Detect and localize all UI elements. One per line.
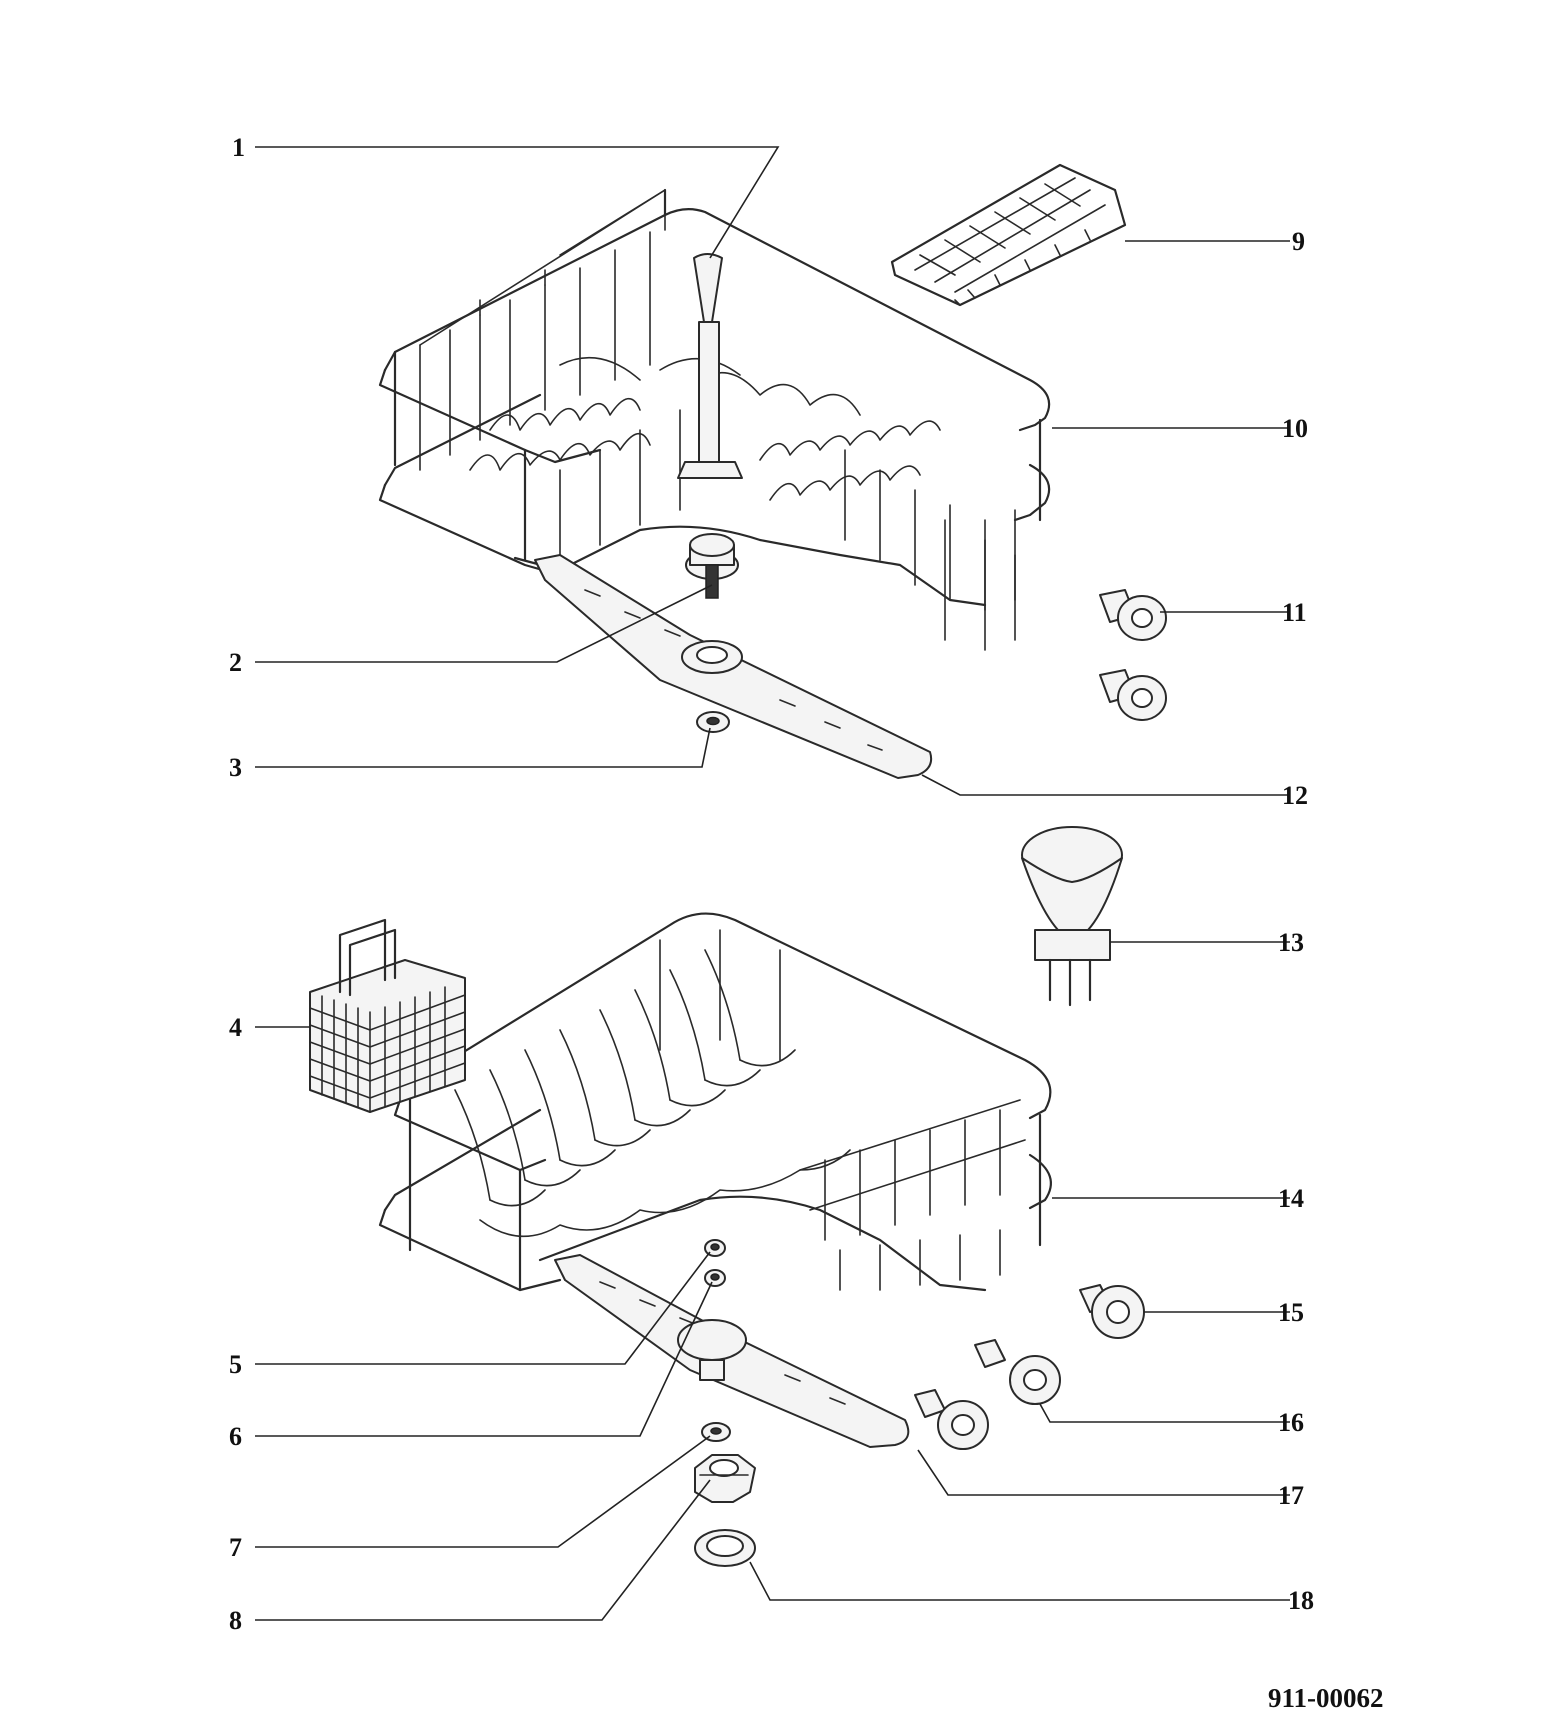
- callout-11: 11: [1282, 598, 1307, 627]
- callout-labels: 1 2 3 4 5 6 7 8 9 10 11 12 13 14 15 16 1…: [229, 133, 1314, 1635]
- callout-17: 17: [1278, 1481, 1304, 1510]
- callout-9: 9: [1292, 227, 1305, 256]
- upper-basket: [378, 188, 1051, 651]
- callout-16: 16: [1278, 1408, 1304, 1437]
- callout-2: 2: [229, 648, 242, 677]
- upper-basket-wheels: [1099, 589, 1167, 721]
- callout-13: 13: [1278, 928, 1304, 957]
- callout-1: 1: [232, 133, 245, 162]
- callout-15: 15: [1278, 1298, 1304, 1327]
- callout-7: 7: [229, 1533, 242, 1562]
- callout-3: 3: [229, 753, 242, 782]
- callout-18: 18: [1288, 1586, 1314, 1615]
- lower-basket-wheels: [914, 1284, 1145, 1450]
- spray-arm-nut: [685, 533, 739, 599]
- leader-lines: [255, 146, 1290, 1621]
- cup-shelf: [890, 163, 1127, 307]
- lower-spray-arm: [554, 1254, 910, 1448]
- callout-5: 5: [229, 1350, 242, 1379]
- washer-small: [696, 711, 730, 733]
- callout-4: 4: [229, 1013, 242, 1042]
- callout-6: 6: [229, 1422, 242, 1451]
- part-code: 911-00062: [1268, 1683, 1384, 1713]
- hex-nut: [694, 1454, 756, 1503]
- funnel-valve: [1021, 826, 1123, 1007]
- callout-8: 8: [229, 1606, 242, 1635]
- callout-12: 12: [1282, 781, 1308, 810]
- o-ring: [694, 1529, 756, 1567]
- lower-basket: [378, 912, 1052, 1292]
- callout-10: 10: [1282, 414, 1308, 443]
- upper-spray-arm: [534, 554, 933, 779]
- seals-5-6: [704, 1239, 726, 1287]
- cutlery-basket: [309, 918, 466, 1113]
- callout-14: 14: [1278, 1184, 1304, 1213]
